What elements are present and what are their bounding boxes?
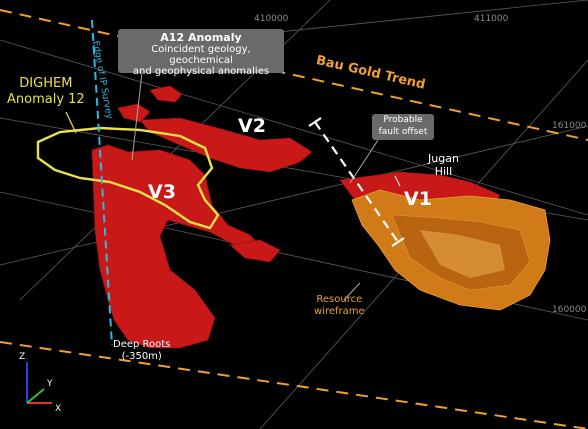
a12-line1: Coincident geology, geochemical xyxy=(151,44,251,66)
dighem-outline xyxy=(36,126,220,230)
grid-label-161000: 161000 xyxy=(552,121,587,131)
dighem-leader xyxy=(65,111,77,134)
resource-line1: Resource xyxy=(316,294,363,305)
jugan-leader xyxy=(394,175,401,187)
v3-body xyxy=(91,144,263,349)
jugan-hill-label: Jugan Hill xyxy=(428,152,459,178)
small-blob xyxy=(117,103,151,123)
grid-label-410000: 410000 xyxy=(254,14,289,24)
axis-x-label: X xyxy=(55,404,62,414)
fault-line xyxy=(314,121,399,243)
resource-wireframe-label: Resource wireframe xyxy=(314,294,365,318)
axis-triad xyxy=(26,362,52,404)
v2-body xyxy=(139,117,313,173)
deep-roots-label: Deep Roots (-350m) xyxy=(113,339,170,363)
fault-offset-callout: Probable fault offset xyxy=(372,114,434,140)
axis-z-label: Z xyxy=(19,352,26,362)
bau-trend-lines xyxy=(0,9,588,429)
fault-line1: Probable xyxy=(383,115,423,125)
deep-roots-line1: Deep Roots xyxy=(113,339,171,350)
left-lower-red xyxy=(229,239,281,263)
grid-label-160000: 160000 xyxy=(552,305,587,315)
v1-label: V1 xyxy=(404,188,432,210)
resource-line2: wireframe xyxy=(314,306,365,317)
a12-line2: and geophysical anomalies xyxy=(132,66,270,77)
v2-label: V2 xyxy=(238,115,266,137)
resource-wireframe xyxy=(351,189,551,311)
fault-tick-top xyxy=(308,117,322,127)
leader-lines xyxy=(131,72,379,301)
jugan-line2: Hill xyxy=(434,165,453,178)
axis-y-label: Y xyxy=(47,379,53,389)
fault-line2: fault offset xyxy=(378,127,428,137)
grid-label-411000: 411000 xyxy=(474,14,509,24)
v3-label: V3 xyxy=(148,181,176,203)
edge-ip-line xyxy=(91,19,113,346)
a12-title: A12 Anomaly xyxy=(160,31,242,44)
dighem-line2: Anomaly 12 xyxy=(7,92,85,107)
deep-roots-line2: (-350m) xyxy=(121,351,162,362)
jugan-line1: Jugan xyxy=(428,152,459,165)
a12-anomaly-callout: A12 Anomaly Coincident geology, geochemi… xyxy=(118,29,284,77)
fault-tick-bottom xyxy=(391,237,405,247)
dighem-label: DIGHEM Anomaly 12 xyxy=(7,76,85,108)
dighem-line1: DIGHEM xyxy=(19,76,73,91)
upper-blob xyxy=(149,85,183,103)
